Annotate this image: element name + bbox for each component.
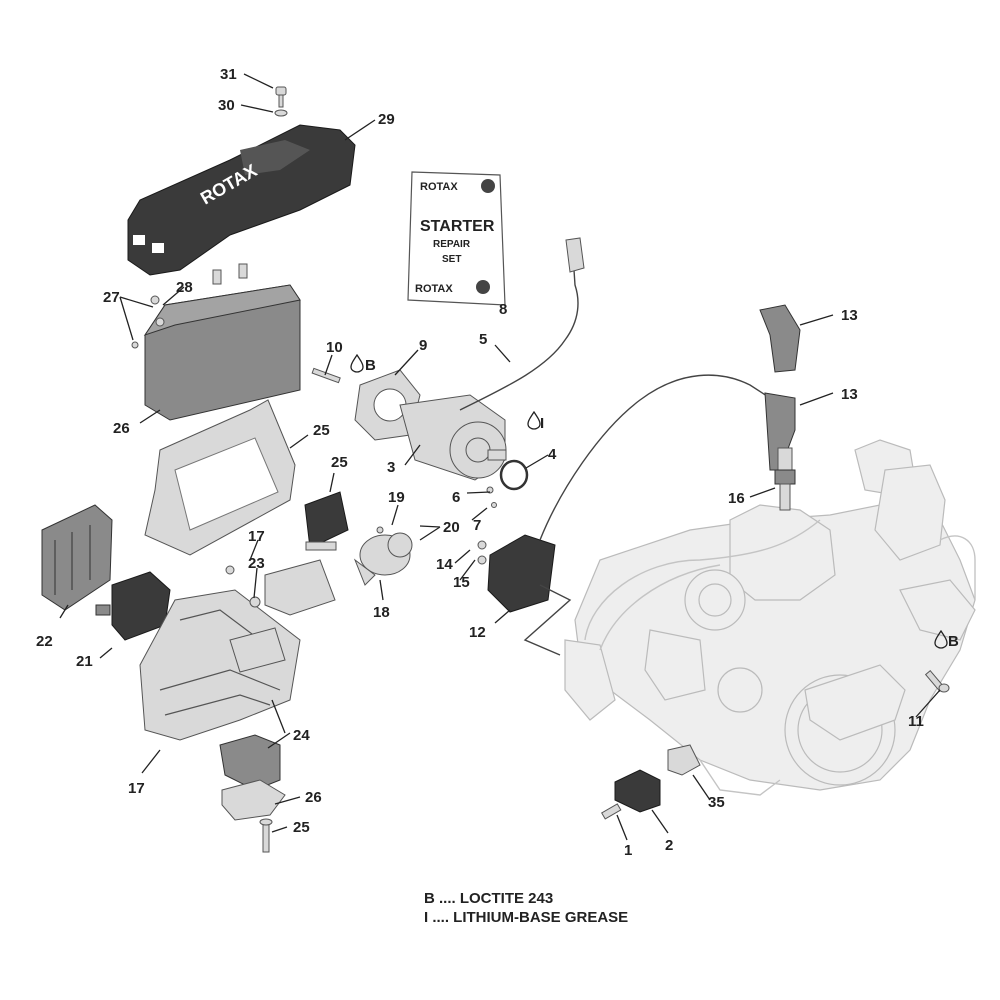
callout-17-label: 17 — [128, 780, 145, 797]
spark-plug-14 — [774, 447, 796, 511]
loctite-symbol: B — [365, 357, 376, 374]
callout-31: 28 — [176, 279, 193, 296]
callout-3: 3 — [387, 459, 395, 476]
switch-27 — [304, 491, 349, 551]
callout-29: 26 — [113, 420, 130, 437]
callout-14: 16 — [728, 490, 745, 507]
callout-16: 15 — [453, 574, 470, 591]
callout-25b: 25 — [293, 819, 310, 836]
solenoid-19 — [353, 526, 413, 586]
callout-1: 1 — [624, 842, 632, 859]
callout-7: 7 — [473, 517, 481, 534]
droplet-icon — [350, 353, 364, 373]
callout-27: 25 — [331, 454, 348, 471]
callout-10: 10 — [326, 339, 343, 356]
callout-26-label: 26 — [305, 789, 322, 806]
card-line2: REPAIR — [433, 239, 471, 250]
battery-tray-28 — [144, 399, 296, 556]
regulator-23 — [41, 504, 113, 611]
callout-30: 27 — [103, 289, 120, 306]
loctite-symbol: B — [948, 633, 959, 650]
battery-cover-32: ROTAX — [127, 124, 356, 276]
card-brand-bottom: ROTAX — [415, 283, 453, 295]
callout-13b: 13 — [841, 386, 858, 403]
ignition-wire — [539, 374, 771, 541]
screw-11 — [924, 669, 950, 693]
callout-25a: 24 — [293, 727, 310, 744]
sensor-2 — [601, 744, 701, 820]
ignition-coil-12 — [477, 534, 556, 613]
callout-32: 29 — [378, 111, 395, 128]
legend-loctite: B .... LOCTITE 243 — [424, 890, 554, 907]
callout-15: 14 — [436, 556, 453, 573]
legend-grease: I .... LITHIUM-BASE GREASE — [424, 909, 629, 926]
cable-5-connector — [565, 237, 585, 273]
callout-35: 35 — [708, 794, 725, 811]
callout-9: 9 — [419, 337, 427, 354]
callout-5: 5 — [479, 331, 487, 348]
repair-card-8: ROTAX STARTER REPAIR SET ROTAX — [407, 171, 506, 306]
callout-34: 31 — [220, 66, 237, 83]
callout-20: 19 — [388, 489, 405, 506]
cable-5 — [459, 269, 579, 411]
application-symbols: B I B — [350, 353, 959, 650]
callout-8: 8 — [499, 301, 507, 318]
engine-ghost — [564, 439, 976, 796]
callout-6: 6 — [452, 489, 460, 506]
droplet-icon — [527, 410, 541, 430]
callout-18: 17 — [248, 528, 265, 545]
callout-23: 22 — [36, 633, 53, 650]
card-brand-top: ROTAX — [420, 181, 458, 193]
clamp-25-26 — [219, 734, 286, 853]
battery-29 — [131, 263, 301, 421]
droplet-icon — [934, 629, 948, 649]
callout-11: 11 — [908, 713, 924, 730]
wire-to-engine — [523, 584, 572, 656]
callout-21: 20 — [443, 519, 460, 536]
callout-numbers: 31 30 29 27 28 10 9 5 8 26 25 3 4 25 6 1… — [36, 66, 924, 859]
callout-4: 4 — [548, 446, 557, 463]
callout-13a: 13 — [841, 307, 858, 324]
callout-19: 18 — [373, 604, 390, 621]
callout-2: 2 — [665, 837, 673, 854]
grease-symbol: I — [540, 415, 544, 432]
screw-34 — [274, 86, 288, 117]
starter-3 — [311, 367, 529, 508]
spark-plug-boot-13 — [759, 304, 801, 471]
bracket-17 — [139, 559, 336, 741]
callout-28: 25 — [313, 422, 330, 439]
card-line3: SET — [442, 254, 461, 265]
callout-22: 21 — [76, 653, 93, 670]
legend: B .... LOCTITE 243 I .... LITHIUM-BASE G… — [424, 889, 628, 927]
callout-33: 30 — [218, 97, 235, 114]
leader-lines — [59, 73, 941, 841]
callout-24: 23 — [248, 555, 265, 572]
callout-12: 12 — [469, 624, 486, 641]
card-title: STARTER — [420, 218, 495, 235]
